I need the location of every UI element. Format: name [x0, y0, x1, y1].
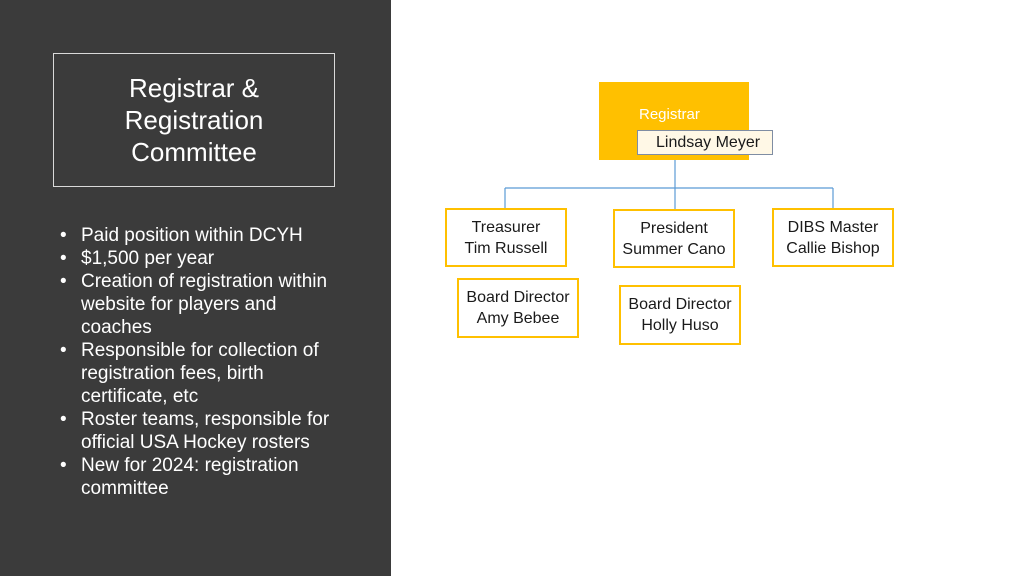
bullet-item: $1,500 per year [58, 247, 348, 270]
bullet-item: Paid position within DCYH [58, 224, 348, 247]
node-name: Callie Bishop [786, 239, 880, 257]
node-role: DIBS Master [787, 218, 879, 236]
left-panel: Registrar & Registration Committee Paid … [0, 0, 391, 576]
node-name: Tim Russell [464, 239, 548, 257]
bullet-item: Creation of registration within website … [58, 270, 348, 339]
org-node-board-director-holly: Board Director Holly Huso [619, 285, 741, 345]
node-role: Board Director [466, 289, 570, 306]
org-node-treasurer: Treasurer Tim Russell [445, 208, 567, 267]
title-box: Registrar & Registration Committee [53, 53, 335, 187]
node-role: Treasurer [471, 218, 541, 236]
org-node-president: President Summer Cano [613, 209, 735, 268]
org-node-board-director-amy: Board Director Amy Bebee [457, 278, 579, 338]
registrar-name: Lindsay Meyer [637, 130, 773, 155]
bullet-item: New for 2024: registration committee [58, 454, 348, 500]
org-node-dibs-master: DIBS Master Callie Bishop [772, 208, 894, 267]
registrar-node: Registrar Lindsay Meyer [599, 82, 773, 160]
node-role: President [640, 219, 708, 237]
bullet-list: Paid position within DCYH $1,500 per yea… [58, 224, 348, 500]
bullet-item: Roster teams, responsible for official U… [58, 408, 348, 454]
node-role: Board Director [628, 296, 732, 313]
bullet-item: Responsible for collection of registrati… [58, 339, 348, 408]
node-name: Holly Huso [641, 317, 719, 334]
node-name: Summer Cano [622, 240, 726, 258]
registrar-role: Registrar [639, 106, 700, 123]
slide-title: Registrar & Registration Committee [124, 73, 264, 167]
node-name: Amy Bebee [476, 310, 560, 327]
